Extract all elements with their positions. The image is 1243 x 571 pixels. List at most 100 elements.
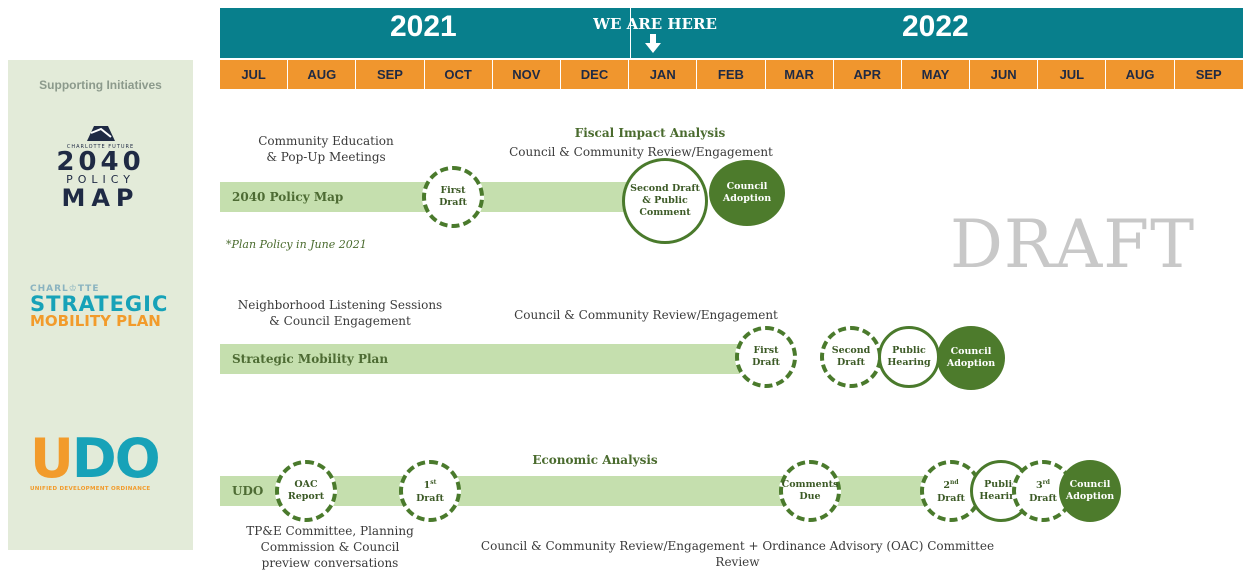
strategic-mobility-plan-logo: CHARL♔TTE STRATEGIC MOBILITY PLAN: [30, 284, 190, 329]
udo-note-title: Economic Analysis: [532, 453, 658, 467]
month-cell: JUL: [1038, 60, 1107, 89]
milestone-line: Report: [287, 491, 325, 502]
milestone-line: Comments: [781, 479, 839, 490]
note-line: preview conversations: [261, 556, 399, 570]
policy-map-note-title: Fiscal Impact Analysis: [574, 126, 726, 140]
milestone-num: 3: [1036, 480, 1043, 492]
note-line: Neighborhood Listening Sessions: [237, 298, 443, 312]
year-2022: 2022: [902, 10, 969, 43]
note-line: & Pop-Up Meetings: [266, 150, 386, 164]
month-cell: MAY: [901, 60, 971, 89]
note-line: & Council Engagement: [269, 314, 411, 328]
milestone-line: Council: [1069, 479, 1111, 490]
month-cell: SEP: [356, 60, 425, 89]
logo-udo-subtitle: UNIFIED DEVELOPMENT ORDINANCE: [30, 486, 151, 492]
milestone-line: Adoption: [1065, 491, 1115, 502]
smp-note-left: Neighborhood Listening Sessions & Counci…: [228, 297, 452, 329]
year-bar: [220, 8, 1243, 58]
logo-2040-line3: POLICY: [66, 173, 135, 186]
milestone-line: OAC: [294, 479, 318, 490]
milestone-sup: st: [430, 479, 437, 487]
milestone-line: & Public: [642, 195, 688, 206]
supporting-initiatives-panel: Supporting Initiatives CHARLOTTE FUTURE …: [8, 60, 193, 550]
logo-2040-line1: CHARLOTTE FUTURE: [66, 144, 135, 150]
udo-logo: UDO UNIFIED DEVELOPMENT ORDINANCE: [30, 432, 180, 493]
sidebar-title: Supporting Initiatives: [39, 78, 162, 92]
milestone-line: Draft: [416, 492, 444, 504]
udo-label: UDO: [232, 484, 264, 498]
milestone-line: Draft: [837, 357, 865, 368]
draft-watermark: DRAFT: [950, 206, 1196, 283]
policy-map-footnote: *Plan Policy in June 2021: [226, 238, 367, 251]
logo-smp-line2: STRATEGIC: [30, 292, 169, 316]
milestone-num: 2: [943, 480, 951, 492]
milestone-line: Adoption: [946, 358, 996, 369]
policy-map-note-sub: Council & Community Review/Engagement: [509, 145, 773, 159]
month-cell: NOV: [492, 60, 561, 89]
milestone-line: Hearing: [887, 357, 931, 368]
logo-smp-line3: MOBILITY PLAN: [30, 312, 161, 330]
milestone-line: Draft: [439, 197, 467, 208]
month-cell: MAR: [765, 60, 834, 89]
note-line: Community Education: [258, 134, 394, 148]
logo-udo-u: U: [30, 427, 74, 490]
milestone-line: Draft: [1029, 492, 1057, 504]
milestone-line: Draft: [752, 357, 780, 368]
note-line: Commission & Council: [260, 540, 400, 554]
month-cell: JAN: [629, 60, 698, 89]
month-cell: APR: [833, 60, 902, 89]
smp-label: Strategic Mobility Plan: [232, 352, 389, 366]
logo-2040-line4: MAP: [61, 184, 140, 212]
milestone-line: Hearing: [979, 491, 1023, 502]
logo-smp-line1: CHARL♔TTE: [30, 284, 100, 294]
month-cell: OCT: [424, 60, 493, 89]
udo-note-bottom: Council & Community Review/Engagement + …: [480, 539, 995, 569]
smp-bar: [220, 344, 770, 374]
milestone-line: Public: [984, 479, 1018, 490]
policy-map-logo: CHARLOTTE FUTURE 2040 POLICY MAP: [48, 124, 153, 210]
month-cell: FEB: [697, 60, 766, 89]
logo-udo-o: O: [114, 427, 161, 490]
milestone-line: Public: [892, 345, 926, 356]
policy-map-label: 2040 Policy Map: [232, 190, 344, 204]
milestone-num: 1: [423, 480, 431, 492]
milestone-line: Second Draft: [630, 183, 700, 194]
milestone-line: First: [440, 185, 466, 196]
logo-2040-line2: 2040: [56, 147, 145, 177]
milestone-line: Second: [831, 345, 871, 356]
policy-map-note-left: Community Education & Pop-Up Meetings: [240, 133, 412, 165]
we-are-here-label: WE ARE HERE: [593, 15, 717, 33]
current-date-line: [630, 8, 631, 58]
milestone-line: Council: [726, 181, 768, 192]
udo-note-bottom-left: TP&E Committee, Planning Commission & Co…: [240, 523, 420, 571]
logo-udo-d: D: [71, 427, 117, 490]
year-2021: 2021: [390, 10, 457, 43]
milestone-line: Adoption: [722, 193, 772, 204]
milestone-sup: nd: [950, 479, 959, 487]
down-arrow-icon: [645, 34, 661, 53]
month-cell: AUG: [288, 60, 357, 89]
milestone-line: Due: [799, 491, 821, 502]
month-row: JUL AUG SEP OCT NOV DEC JAN FEB MAR APR …: [220, 60, 1243, 89]
milestone-line: Draft: [937, 492, 965, 504]
road-icon: [86, 126, 115, 141]
milestone-line: Comment: [639, 207, 691, 218]
milestone-line: First: [753, 345, 779, 356]
month-cell: JUL: [220, 60, 289, 89]
milestone-line: Council: [950, 346, 992, 357]
milestone-sup: rd: [1042, 479, 1050, 487]
month-cell: DEC: [560, 60, 630, 89]
month-cell: SEP: [1174, 60, 1243, 89]
month-cell: JUN: [970, 60, 1039, 89]
